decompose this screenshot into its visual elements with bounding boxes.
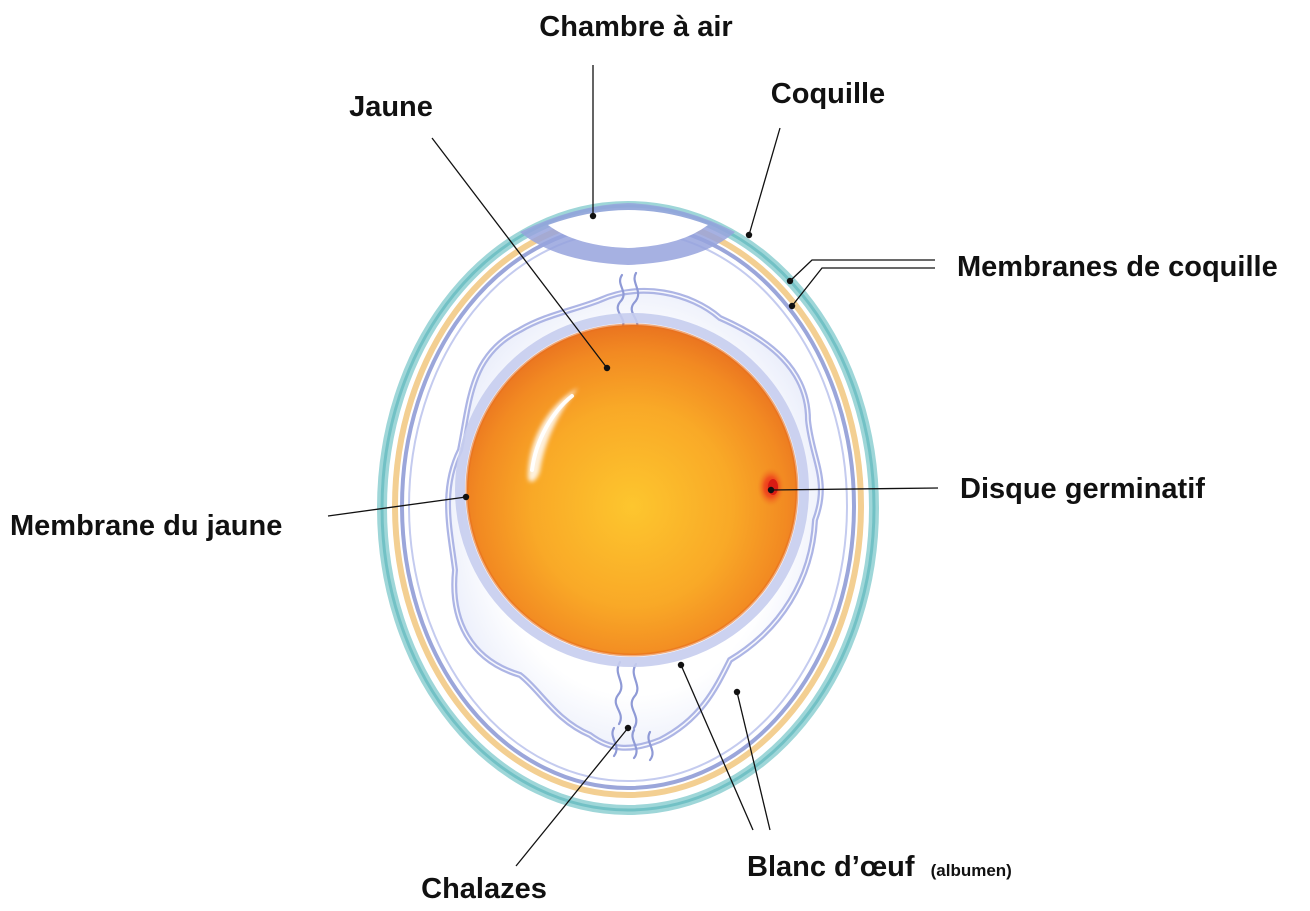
dot-jaune [604,365,610,371]
dot-coquille [746,232,752,238]
label-jaune: Jaune [349,91,433,123]
label-chambre-a-air: Chambre à air [539,11,732,43]
dot-chalazes [625,725,631,731]
leader-membranes-2 [792,268,935,306]
label-blanc-d-oeuf-main: Blanc d’œuf [747,851,915,883]
dot-membrane-du-jaune [463,494,469,500]
dot-blanc-1 [678,662,684,668]
yolk [460,318,804,662]
label-chalazes: Chalazes [421,873,547,905]
label-coquille: Coquille [771,78,885,110]
label-membrane-du-jaune: Membrane du jaune [10,510,282,542]
leader-coquille [749,128,780,235]
dot-chambre-a-air [590,213,596,219]
label-disque-germinatif: Disque germinatif [960,473,1205,505]
label-blanc-d-oeuf: Blanc d’œuf (albumen) [747,851,1012,883]
dot-membranes-1 [787,278,793,284]
dot-blanc-2 [734,689,740,695]
dot-membranes-2 [789,303,795,309]
label-blanc-d-oeuf-note: (albumen) [931,861,1012,880]
leader-membranes-1 [790,260,935,281]
label-membranes-de-coquille: Membranes de coquille [957,251,1278,283]
dot-disque-germinatif [768,487,774,493]
